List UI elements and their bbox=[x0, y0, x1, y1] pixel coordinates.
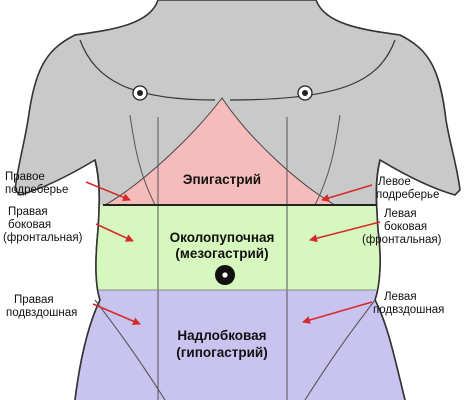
arrow-left-iliac bbox=[302, 301, 373, 324]
label-left-iliac-1: Левая bbox=[384, 291, 417, 303]
chest-line-left bbox=[229, 39, 396, 101]
label-left-lateral-1: Левая bbox=[384, 208, 417, 220]
region-label-epigastric: Эпигастрий bbox=[183, 172, 261, 187]
arrow-left-lateral bbox=[309, 221, 381, 243]
arrow-right-hypochondrium bbox=[85, 181, 131, 202]
label-right-lateral-1: Правая bbox=[8, 206, 48, 218]
arrow-right-lateral bbox=[95, 223, 134, 242]
arrow-left-hypochondrium bbox=[321, 184, 373, 202]
nipple-left bbox=[297, 85, 313, 101]
label-right-lateral-3: (фронтальная) bbox=[3, 232, 83, 244]
torso-side-right-edge bbox=[74, 159, 101, 400]
region-label-mesogastric-2: (мезогастрий) bbox=[175, 246, 268, 261]
region-label-hypogastric-2: (гипогастрий) bbox=[176, 345, 267, 360]
label-right-hypochondrium-2: подреберье bbox=[5, 184, 68, 196]
torso-side-left-edge bbox=[374, 159, 406, 400]
label-right-lateral-2: боковая bbox=[8, 219, 51, 231]
inguinal-line-left bbox=[304, 299, 376, 400]
navel bbox=[215, 265, 235, 285]
chest-line-right bbox=[79, 39, 216, 101]
arrow-right-iliac bbox=[92, 303, 141, 325]
abdomen-line-left bbox=[314, 114, 341, 206]
label-right-iliac-2: подвздошная bbox=[6, 307, 77, 319]
region-label-mesogastric-1: Околопупочная bbox=[170, 230, 275, 245]
label-left-hypochondrium-2: подреберье bbox=[376, 189, 439, 201]
label-left-hypochondrium-1: Левое bbox=[378, 176, 411, 188]
label-right-hypochondrium-1: Правое bbox=[5, 171, 45, 183]
label-right-iliac-1: Правая bbox=[14, 294, 54, 306]
abdomen-line-right bbox=[129, 114, 156, 206]
label-left-lateral-3: (фронтальная) bbox=[362, 234, 442, 246]
label-left-iliac-2: подвздошная bbox=[373, 304, 444, 316]
region-mesogastric bbox=[60, 205, 420, 290]
region-hypogastric bbox=[60, 290, 420, 400]
nipple-right bbox=[132, 85, 148, 101]
label-left-lateral-2: боковая bbox=[384, 221, 427, 233]
region-label-hypogastric-1: Надлобковая bbox=[177, 328, 266, 343]
